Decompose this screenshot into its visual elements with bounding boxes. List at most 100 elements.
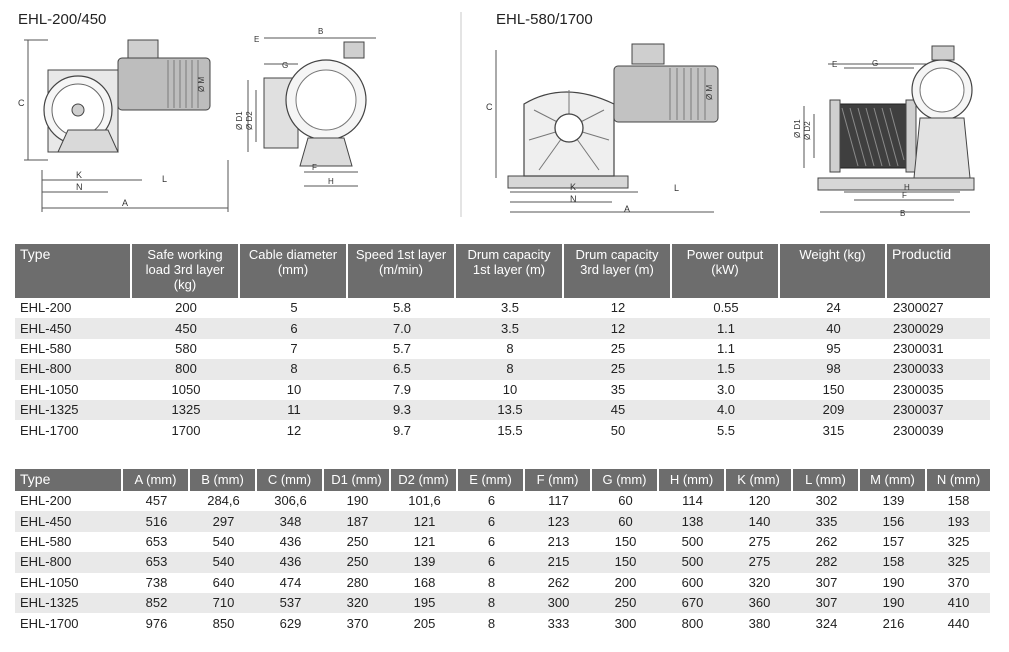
cell: EHL-1700 [20,422,79,438]
label-large-c: C [486,102,493,112]
label-large-l: L [674,183,679,193]
cell: EHL-1325 [15,399,132,421]
cell: 320 [324,592,391,614]
cell: EHL-1325 [15,592,123,614]
cell: 250 [324,552,391,573]
cell: 168 [413,574,436,590]
cell: 710 [190,592,257,614]
cell: 15.5 [497,422,523,438]
cell: 850 [212,615,235,631]
cell: 140 [726,511,793,532]
cell: 6.5 [348,359,456,380]
cell: EHL-1700 [20,615,79,631]
cell: 8 [487,615,496,631]
label-n: N [76,182,83,192]
cell: 5.8 [392,300,412,316]
cell: 800 [132,359,240,380]
cell: 6 [487,493,496,509]
label-f: F [312,163,317,172]
cell: 653 [145,533,168,549]
cell: 205 [413,615,436,631]
cell: EHL-200 [20,493,72,509]
cell: 6 [458,511,525,532]
cell: 3.5 [500,300,520,316]
cell: EHL-450 [15,511,123,532]
drawing-title-large: EHL-580/1700 [496,11,593,28]
cell: 25 [610,340,626,356]
cell: 12 [564,318,672,339]
cell: 280 [346,574,369,590]
cell: 307 [793,592,860,614]
cell: 123 [525,511,592,532]
dims-header-d2: D2 (mm) [391,469,458,491]
dims-header-b: B (mm) [190,469,257,491]
cell: EHL-200 [20,300,72,316]
label-g: G [282,61,288,70]
cell: 3.0 [716,381,736,397]
cell: 24 [826,300,841,316]
cell: 629 [279,615,302,631]
specs-header-type: Type [15,244,132,298]
cell: 457 [145,493,168,509]
cell: 25 [564,359,672,380]
cell: 209 [780,399,887,421]
cell: 2300035 [893,381,944,397]
cell: 800 [681,615,704,631]
large-winch-side-view: C Ø M K N L A [486,43,719,214]
cell: 324 [815,615,838,631]
cell: 282 [793,552,860,573]
label-large-n: N [570,194,577,204]
dims-header-d1: D1 (mm) [324,469,391,491]
specs-table: Type Safe working load 3rd layer (kg) Ca… [15,244,990,441]
dims-header-row: Type A (mm) B (mm) C (mm) D1 (mm) D2 (mm… [15,469,990,491]
cell: 157 [882,533,905,549]
cell: 121 [391,511,458,532]
cell: 9.3 [348,399,456,421]
cell: 8 [240,359,348,380]
dims-header-n: N (mm) [927,469,990,491]
cell: 275 [748,533,771,549]
dimensions-table: Type A (mm) B (mm) C (mm) D1 (mm) D2 (mm… [15,469,990,634]
cell: 216 [882,615,905,631]
cell: 8 [487,574,496,590]
cell: 10 [502,381,518,397]
cell: 40 [780,318,887,339]
cell: 139 [882,493,905,509]
cell: 12 [610,300,626,316]
cell: 3.5 [456,318,564,339]
specs-header-productid: Productid [887,244,990,298]
drawing-title-small: EHL-200/450 [18,11,107,28]
cell: 2300037 [887,399,990,421]
cell: 410 [927,592,990,614]
cell: 12 [286,422,302,438]
cell: 852 [123,592,190,614]
label-d1: Ø D1 [235,111,244,130]
label-large-m: Ø M [705,85,714,100]
cell: 193 [927,511,990,532]
cell: 1700 [171,422,201,438]
cell: 215 [525,552,592,573]
dims-header-type: Type [15,469,123,491]
cell: 302 [815,493,838,509]
cell: 6 [458,552,525,573]
cell: 5.5 [716,422,736,438]
cell: 976 [145,615,168,631]
cell: 8 [458,592,525,614]
cell: EHL-800 [15,359,132,380]
cell: 540 [190,552,257,573]
cell: 50 [610,422,626,438]
dims-header-k: K (mm) [726,469,793,491]
cell: 275 [726,552,793,573]
small-winch-side-view: C Ø M K N L A [18,39,229,212]
cell: 2300027 [893,300,944,316]
cell: 158 [947,493,970,509]
dims-header-g: G (mm) [592,469,659,491]
label-k: K [76,170,82,180]
cell: 335 [793,511,860,532]
cell: 200 [175,300,197,316]
dims-header-l: L (mm) [793,469,860,491]
